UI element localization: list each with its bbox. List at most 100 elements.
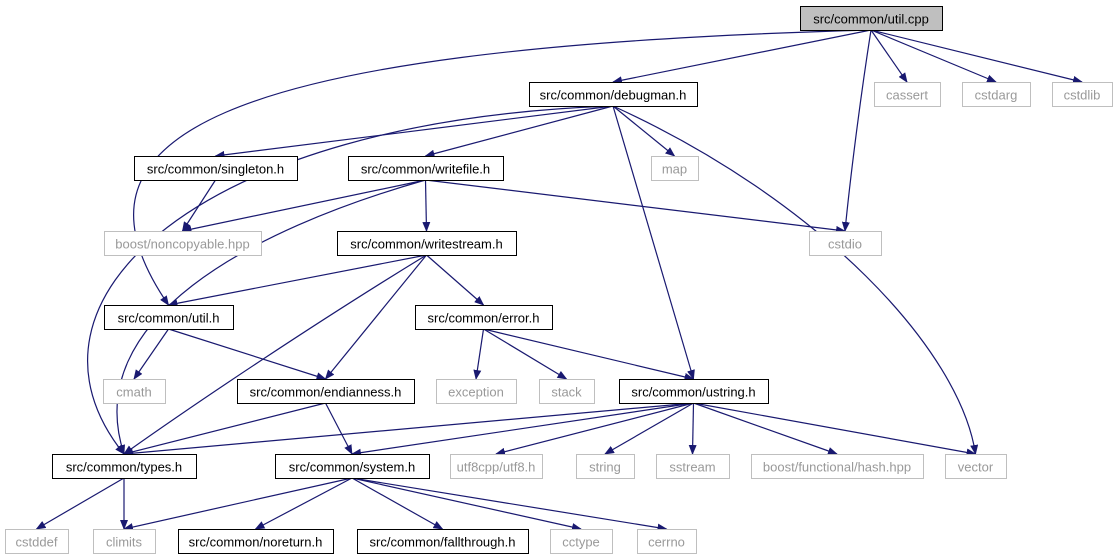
node-cstddef: cstddef [5, 529, 69, 554]
node-label-ustring_h: src/common/ustring.h [631, 385, 755, 400]
node-box-util_cpp [800, 6, 943, 31]
edge-ustring_h-to-hash_hpp [693, 402, 838, 455]
node-box-cstdarg [962, 82, 1031, 107]
nodes-layer: src/common/util.cpp src/common/debugman.h… [5, 6, 1113, 554]
edge-ustring_h-to-vector [693, 402, 977, 457]
edge-error_h-to-stack [483, 328, 568, 380]
edge-singleton_h-to-noncopyable_hpp [181, 179, 217, 232]
edge-debugman_h-to-types_h [86, 105, 614, 455]
edge-util_h-to-endianness_h [168, 328, 327, 381]
node-vector: vector [945, 454, 1007, 479]
node-label-cmath: cmath [116, 385, 151, 400]
node-hash_hpp: boost/functional/hash.hpp [751, 454, 924, 479]
node-debugman_h[interactable]: src/common/debugman.h [529, 82, 698, 107]
node-label-writestream_h: src/common/writestream.h [350, 237, 502, 252]
edge-writestream_h-to-util_h [167, 254, 427, 308]
edges-layer [35, 29, 1083, 532]
node-box-stack [539, 379, 595, 404]
edge-util_cpp-to-debugman_h [612, 29, 872, 85]
node-cassert: cassert [874, 82, 941, 107]
edge-writestream_h-to-types_h [123, 254, 427, 455]
edge-writefile_h-to-cstdio [425, 179, 846, 234]
node-label-system_h: src/common/system.h [289, 460, 415, 475]
edge-util_cpp-to-cstdio [841, 29, 872, 232]
node-box-vector [945, 454, 1007, 479]
node-label-cctype: cctype [562, 535, 600, 550]
node-label-vector: vector [958, 460, 994, 475]
edge-error_h-to-ustring_h [483, 328, 695, 381]
node-box-error_h [415, 305, 553, 330]
node-endianness_h[interactable]: src/common/endianness.h [237, 379, 415, 404]
edge-ustring_h-to-utf8_h [495, 402, 694, 456]
node-label-hash_hpp: boost/functional/hash.hpp [763, 460, 911, 475]
node-box-exception [436, 379, 517, 404]
node-system_h[interactable]: src/common/system.h [275, 454, 430, 479]
node-label-cstdlib: cstdlib [1064, 88, 1101, 103]
node-box-util_h [104, 305, 234, 330]
node-writestream_h[interactable]: src/common/writestream.h [337, 231, 517, 256]
edge-system_h-to-cctype [351, 477, 582, 531]
edge-util_h-to-cmath [133, 328, 169, 380]
node-util_cpp[interactable]: src/common/util.cpp [800, 6, 943, 31]
edge-endianness_h-to-system_h [324, 402, 353, 455]
node-box-cstdio [809, 231, 882, 256]
edge-debugman_h-to-map [612, 105, 676, 157]
node-box-debugman_h [529, 82, 698, 107]
node-noncopyable_hpp: boost/noncopyable.hpp [104, 231, 262, 256]
node-box-climits [93, 529, 156, 554]
node-fallthrough_h[interactable]: src/common/fallthrough.h [357, 529, 529, 554]
node-box-hash_hpp [751, 454, 924, 479]
node-ustring_h[interactable]: src/common/ustring.h [619, 379, 769, 404]
node-cerrno: cerrno [637, 529, 697, 554]
node-exception: exception [436, 379, 517, 404]
edge-ustring_h-to-sstream [688, 402, 697, 455]
node-noreturn_h[interactable]: src/common/noreturn.h [178, 529, 334, 554]
node-box-cstddef [5, 529, 69, 554]
edge-debugman_h-to-writefile_h [424, 105, 614, 158]
node-label-types_h: src/common/types.h [66, 460, 182, 475]
node-label-climits: climits [106, 535, 143, 550]
node-types_h[interactable]: src/common/types.h [52, 454, 197, 479]
node-util_h[interactable]: src/common/util.h [104, 305, 234, 330]
node-writefile_h[interactable]: src/common/writefile.h [348, 156, 504, 181]
edge-ustring_h-to-types_h [123, 402, 694, 458]
node-box-system_h [275, 454, 430, 479]
node-string: string [576, 454, 635, 479]
node-label-cassert: cassert [886, 88, 928, 103]
node-box-cassert [874, 82, 941, 107]
edge-ustring_h-to-system_h [351, 402, 694, 457]
node-cstdio: cstdio [809, 231, 882, 256]
node-box-ustring_h [619, 379, 769, 404]
node-label-map: map [662, 162, 687, 177]
node-box-utf8_h [450, 454, 543, 479]
node-cstdlib: cstdlib [1052, 82, 1113, 107]
edge-endianness_h-to-types_h [123, 402, 326, 456]
node-label-debugman_h: src/common/debugman.h [540, 88, 687, 103]
node-box-noncopyable_hpp [104, 231, 262, 256]
node-error_h[interactable]: src/common/error.h [415, 305, 553, 330]
node-box-cstdlib [1052, 82, 1113, 107]
node-utf8_h: utf8cpp/utf8.h [450, 454, 543, 479]
edge-system_h-to-fallthrough_h [351, 477, 444, 530]
node-cmath: cmath [103, 379, 166, 404]
node-box-map [651, 156, 699, 181]
node-label-cstdio: cstdio [828, 237, 862, 252]
node-label-noncopyable_hpp: boost/noncopyable.hpp [115, 237, 249, 252]
node-label-endianness_h: src/common/endianness.h [250, 385, 402, 400]
node-label-sstream: sstream [669, 460, 715, 475]
node-cstdarg: cstdarg [962, 82, 1031, 107]
node-singleton_h[interactable]: src/common/singleton.h [134, 156, 298, 181]
node-box-writefile_h [348, 156, 504, 181]
node-label-exception: exception [448, 385, 504, 400]
node-label-singleton_h: src/common/singleton.h [147, 162, 284, 177]
edge-system_h-to-cerrno [351, 477, 668, 532]
edge-writefile_h-to-writestream_h [422, 179, 431, 232]
node-sstream: sstream [656, 454, 730, 479]
node-box-cctype [550, 529, 613, 554]
node-box-singleton_h [134, 156, 298, 181]
node-label-cstdarg: cstdarg [975, 88, 1018, 103]
edge-debugman_h-to-singleton_h [214, 105, 614, 159]
edge-util_cpp-to-cassert [870, 29, 908, 83]
edge-debugman_h-to-vector [612, 105, 979, 455]
node-label-writefile_h: src/common/writefile.h [361, 162, 490, 177]
